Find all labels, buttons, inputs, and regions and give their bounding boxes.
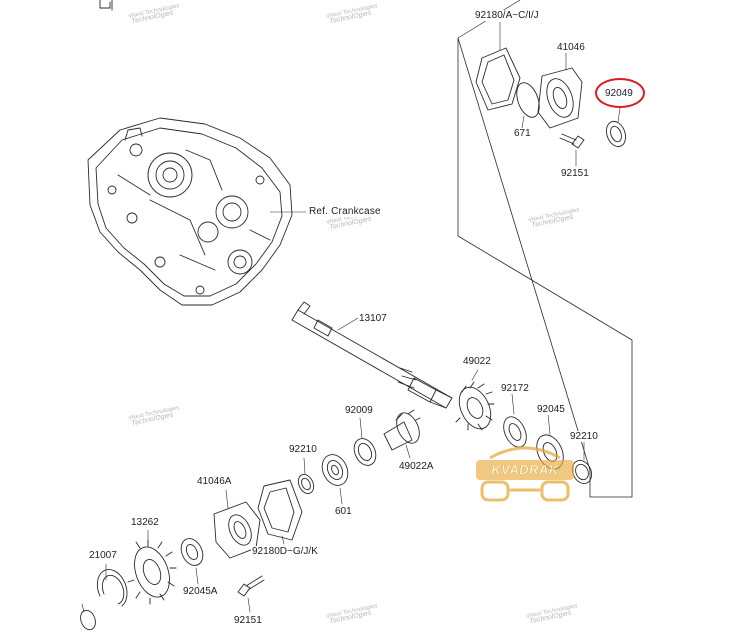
part-label-601[interactable]: 601 [334,506,353,517]
bearing-601 [321,454,349,505]
part-label-92210-left[interactable]: 92210 [288,444,318,455]
part-label-21007[interactable]: 21007 [88,550,118,561]
front-panel-outline [457,37,633,498]
part-label-41046[interactable]: 41046 [556,42,586,53]
part-label-49022a[interactable]: 49022A [398,461,435,472]
housing-41046 [537,51,583,129]
part-label-92210-right[interactable]: 92210 [569,431,599,442]
corner-fragment [99,0,113,11]
kvadrak-logo: KVADRAK [470,430,580,510]
part-label-92045[interactable]: 92045 [536,404,566,415]
bolt-92151-top [559,133,585,167]
part-label-ref-crankcase[interactable]: Ref. Crankcase [308,206,382,217]
bolt-92151-bottom [237,575,265,613]
seal-92049 [605,107,627,148]
oring-92210-left [297,457,315,494]
washer-bottom-left [80,603,96,631]
part-label-92172[interactable]: 92172 [500,383,530,394]
kvadrak-logo-graphic [476,446,574,502]
crankcase [87,117,293,306]
part-label-49022[interactable]: 49022 [462,356,492,367]
gear-49022a [383,409,421,459]
part-label-92180-ac[interactable]: 92180/A~C/I/J [474,10,540,21]
shaft-13107 [291,301,453,409]
gear-49022 [455,369,495,431]
part-label-671[interactable]: 671 [513,128,532,139]
logo-text: KVADRAK [491,462,559,478]
gear-13262 [127,529,177,605]
gasket-92180-top [475,21,521,111]
bearing-92172 [503,393,527,448]
part-label-13107[interactable]: 13107 [358,313,388,324]
part-label-92045a[interactable]: 92045A [182,586,219,597]
part-label-92151-bottom[interactable]: 92151 [233,615,263,626]
oring-671 [516,82,540,129]
washer-92009 [353,417,377,466]
part-label-92180-gjk[interactable]: 92180D~G/J/K [251,546,319,557]
gasket-92180d [257,479,303,545]
circlip-21007 [96,563,128,607]
part-label-13262[interactable]: 13262 [130,517,160,528]
bearing-92045a [180,538,204,585]
part-label-92009[interactable]: 92009 [344,405,374,416]
part-label-41046a[interactable]: 41046A [196,476,233,487]
highlight-circle [595,78,645,108]
part-label-92151-top[interactable]: 92151 [560,168,590,179]
